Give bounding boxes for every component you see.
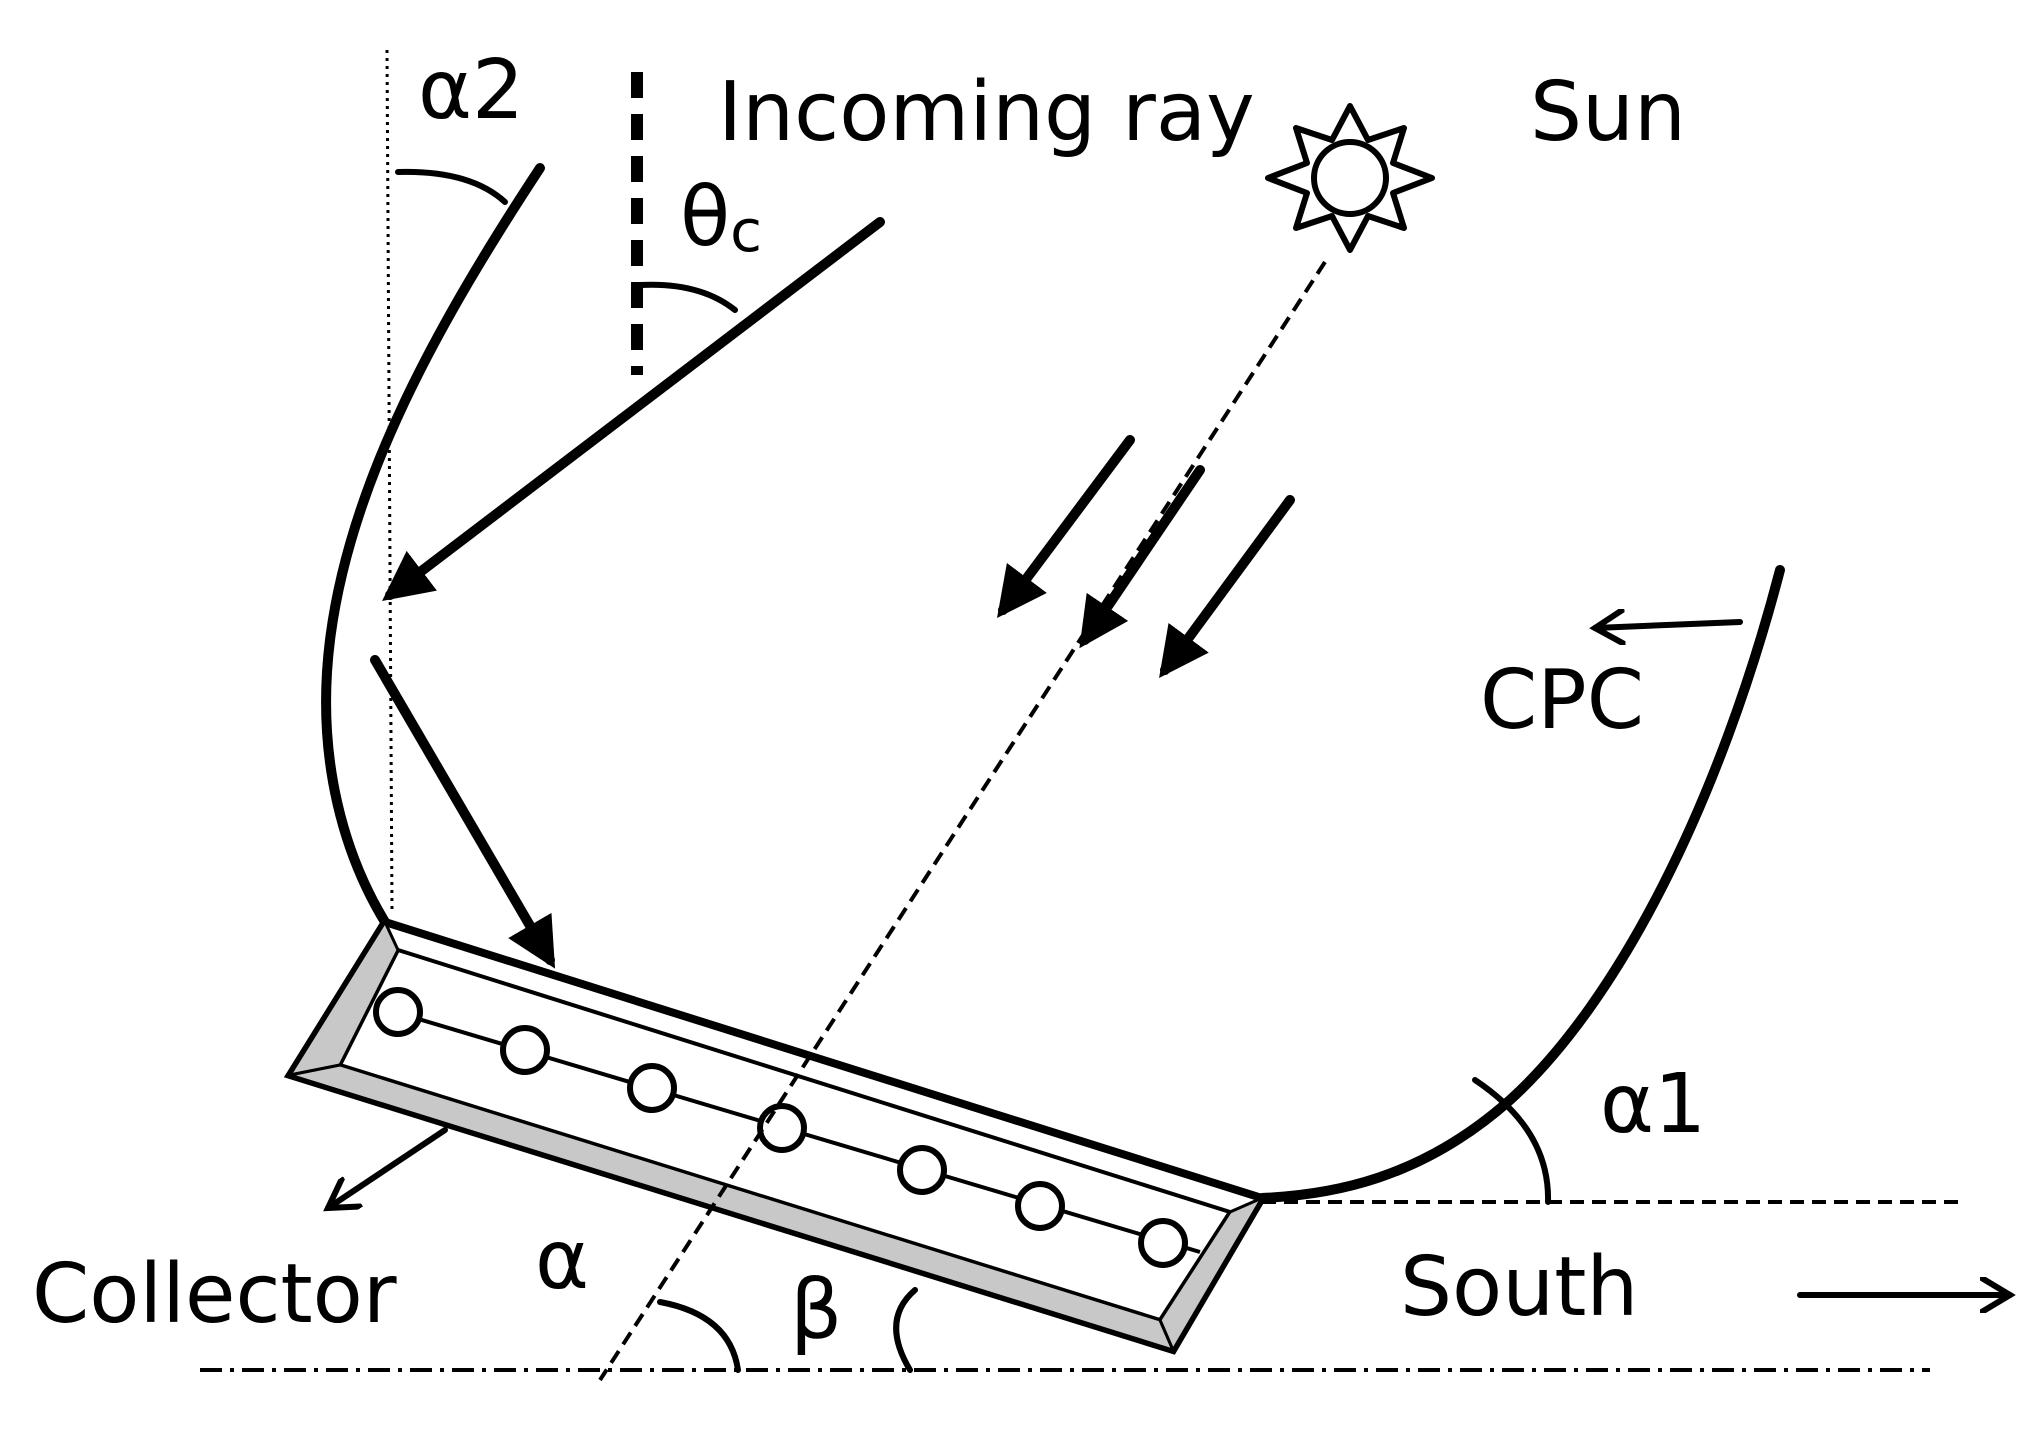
incoming-ray-arrow [382, 217, 885, 602]
label-theta-sub: c [730, 197, 762, 265]
absorber-tube [627, 1063, 677, 1113]
label-theta: θ [680, 170, 730, 265]
sun-ray-arrow-1 [997, 435, 1135, 619]
label-cpc: CPC [1480, 653, 1644, 748]
reflected-ray-arrow [370, 655, 556, 969]
label-beta: β [790, 1263, 842, 1358]
label-sun: Sun [1530, 65, 1686, 160]
alpha1-arc [1472, 1077, 1552, 1205]
theta-arc [637, 281, 738, 313]
absorber-tube [757, 1103, 807, 1153]
alpha2-arc [395, 168, 508, 205]
label-alpha: α [535, 1213, 589, 1308]
absorber-tube [1015, 1181, 1065, 1231]
collector-pointer-arrow [328, 1127, 448, 1208]
right-cpc-reflector [1257, 565, 1785, 1203]
sun-ray-line [598, 260, 1327, 1382]
absorber-tube [373, 987, 423, 1037]
label-alpha2: α2 [418, 43, 524, 138]
alpha2-reference-line [385, 49, 394, 911]
left-cpc-reflector [321, 163, 545, 935]
absorber-tube [500, 1025, 550, 1075]
collector-box [283, 917, 1268, 1355]
label-south: South [1400, 1240, 1638, 1335]
label-incoming-ray: Incoming ray [718, 65, 1255, 160]
cpc-pointer-arrow [1595, 622, 1743, 628]
alpha-arc [657, 1299, 741, 1373]
sun-ray-arrow-2 [1079, 465, 1205, 649]
label-collector: Collector [32, 1247, 397, 1342]
label-theta-c: θc [680, 170, 762, 265]
absorber-tube [1138, 1218, 1188, 1268]
sun-ray-arrow-3 [1159, 495, 1295, 679]
sun-icon [1265, 103, 1435, 253]
beta-arc [893, 1287, 918, 1373]
collector-right-wall [1158, 1194, 1266, 1354]
absorber-tube [897, 1145, 947, 1195]
label-alpha1: α1 [1600, 1057, 1706, 1152]
